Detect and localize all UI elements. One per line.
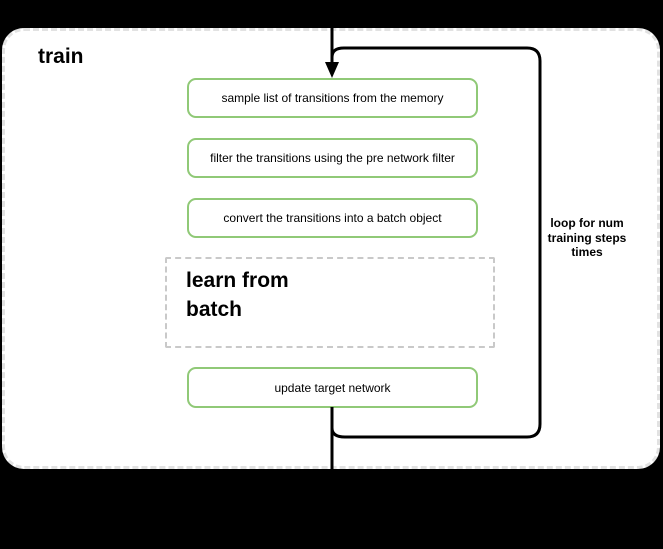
step-sample-transitions: sample list of transitions from the memo…: [187, 78, 478, 118]
step-filter-transitions-label: filter the transitions using the pre net…: [210, 151, 455, 165]
loop-annotation-label: loop for num training steps times: [547, 216, 627, 259]
group-learn-from-batch-label: learn from batch: [186, 269, 289, 321]
step-sample-transitions-label: sample list of transitions from the memo…: [221, 91, 444, 105]
step-update-target-network: update target network: [187, 367, 478, 408]
step-convert-to-batch: convert the transitions into a batch obj…: [187, 198, 478, 238]
group-learn-from-batch: learn from batch: [165, 257, 495, 348]
step-convert-to-batch-label: convert the transitions into a batch obj…: [223, 211, 442, 225]
step-update-target-network-label: update target network: [274, 380, 391, 395]
step-filter-transitions: filter the transitions using the pre net…: [187, 138, 478, 178]
train-container-title: train: [38, 45, 84, 68]
